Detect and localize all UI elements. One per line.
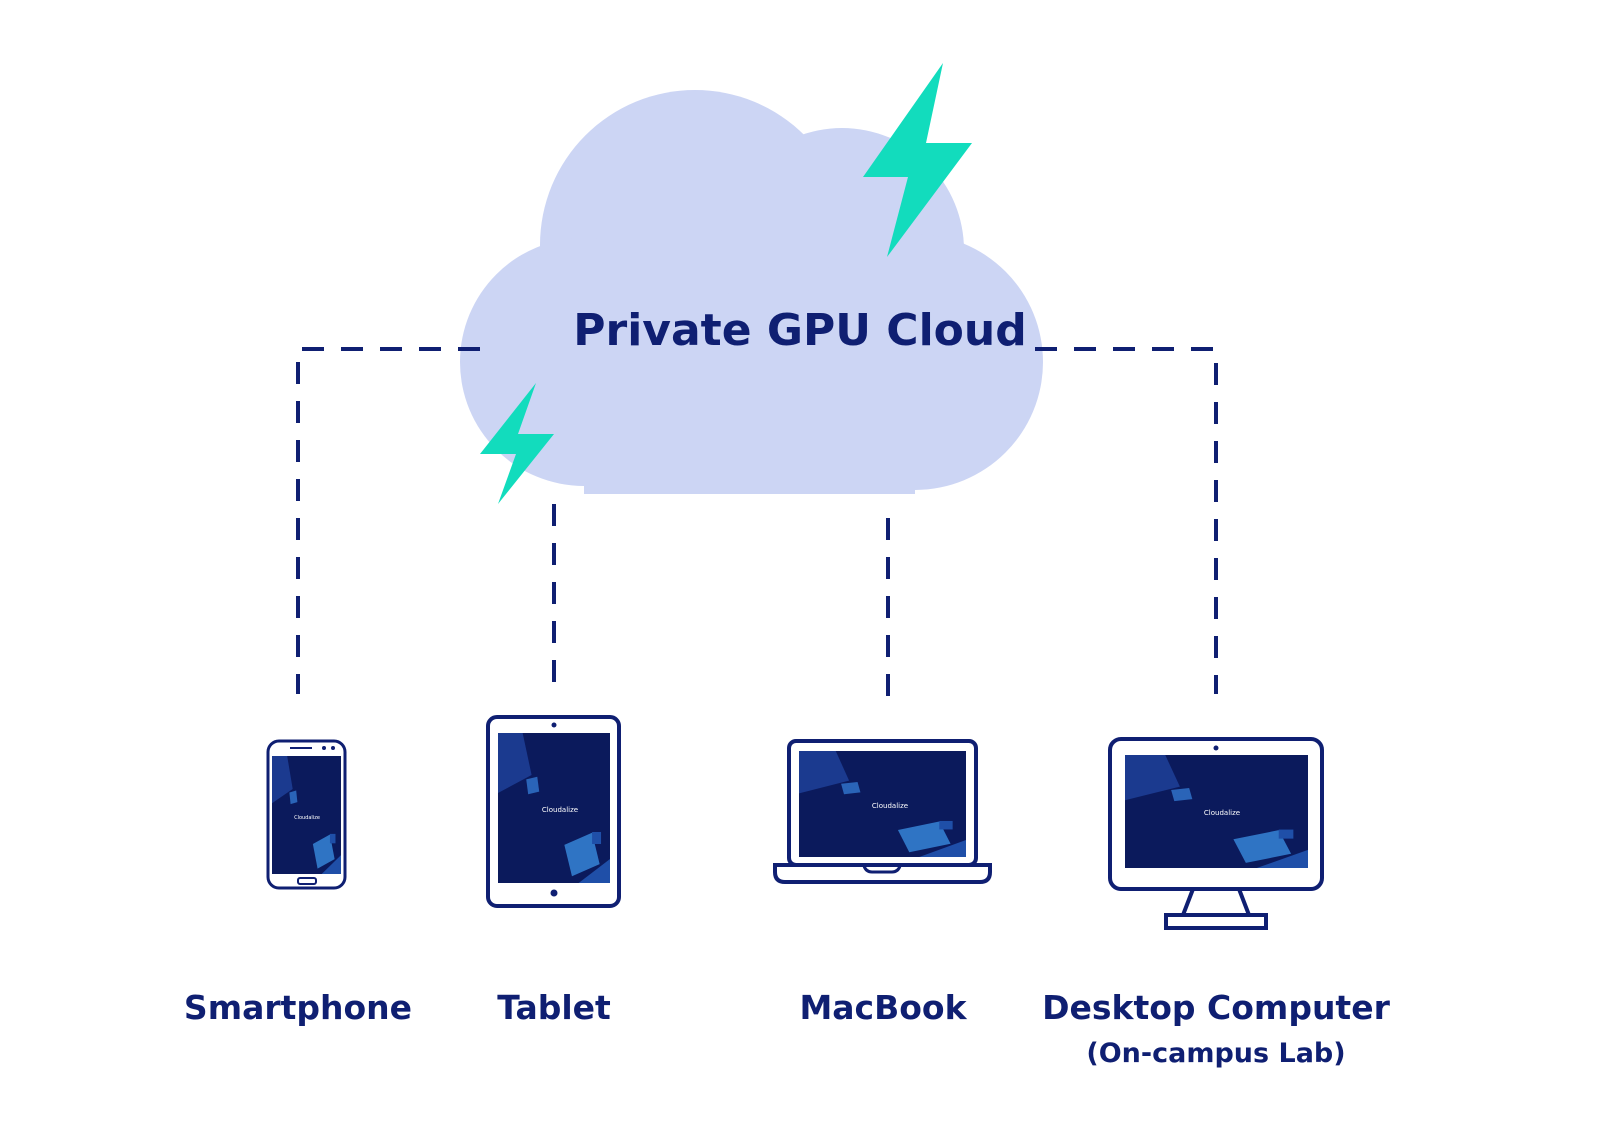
connector-smartphone [296,347,480,694]
cloud-shape [460,90,1043,494]
tablet-label: Tablet [497,988,611,1027]
lightning-bolt-icon [863,63,972,257]
smartphone-icon: Cloudalize [266,739,347,890]
desktop-label: Desktop Computer [1042,988,1390,1027]
cloudalize-logo-icon: Cloudalize [542,806,578,814]
tablet-icon: Cloudalize [486,715,621,908]
desktop-sublabel: (On-campus Lab) [1086,1038,1346,1069]
lightning-bolt-icon [480,383,554,504]
cloud-title: Private GPU Cloud [573,305,1027,356]
smartphone-label: Smartphone [183,988,413,1027]
cloudalize-logo-icon: Cloudalize [1204,809,1240,817]
connector-desktop [1035,347,1218,694]
desktop-monitor-icon: Cloudalize [1108,737,1324,930]
cloudalize-logo-icon: Cloudalize [294,815,320,821]
macbook-label: MacBook [799,988,967,1027]
cloudalize-logo-icon: Cloudalize [872,802,908,810]
laptop-icon: Cloudalize [773,739,992,884]
connection-lines [296,347,1218,710]
